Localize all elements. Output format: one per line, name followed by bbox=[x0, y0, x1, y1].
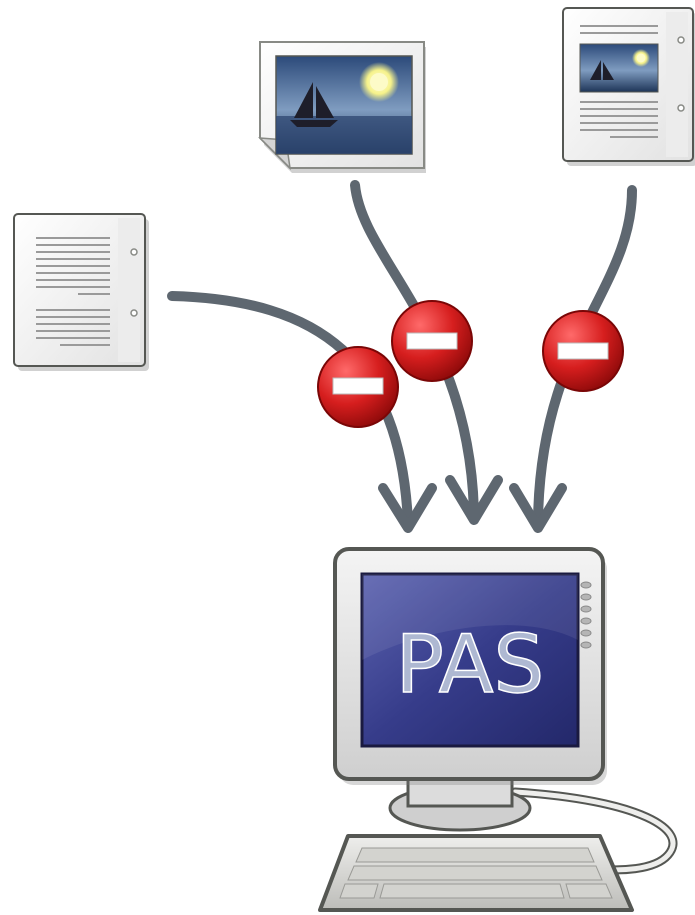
screen-label: PAS bbox=[396, 618, 545, 711]
image-file-icon bbox=[258, 41, 426, 173]
arrowhead-right bbox=[509, 483, 567, 533]
no-entry-icon bbox=[542, 310, 624, 392]
arrowhead-left bbox=[378, 483, 437, 533]
arrowhead-middle bbox=[445, 475, 503, 525]
text-document-icon bbox=[13, 213, 149, 371]
no-entry-icon bbox=[317, 346, 399, 428]
illustrated-document-icon bbox=[562, 7, 695, 166]
computer-icon: PAS bbox=[318, 547, 678, 912]
monitor-screen bbox=[360, 572, 580, 748]
no-entry-icon bbox=[391, 300, 473, 382]
monitor-buttons bbox=[580, 581, 592, 649]
